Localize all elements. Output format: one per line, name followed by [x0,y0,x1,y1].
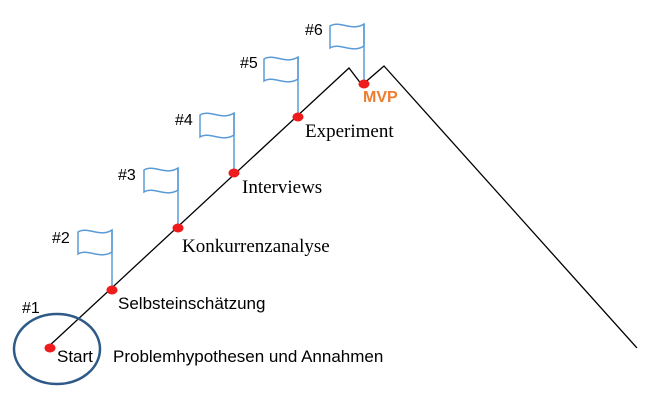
step-label-experiment: Experiment [305,121,394,142]
step-dot-6 [358,79,370,89]
step-label-interviews: Interviews [242,177,323,198]
flag-icon-2 [77,228,113,256]
step-number-2: #2 [52,230,70,247]
flag-icon-3 [143,166,179,194]
step-dots [44,79,370,353]
flag-icon-4 [199,111,235,139]
step-number-5: #5 [240,55,258,72]
start-note: Problemhypothesen und Annahmen [113,347,384,366]
step-number-1: #1 [22,300,40,317]
step-dot-1 [44,343,56,353]
step-dot-3 [172,223,184,233]
step-dot-5 [292,112,304,122]
step-dot-4 [228,168,240,178]
step-number-6: #6 [305,22,323,39]
start-circle [12,312,102,386]
step-label-mvp: MVP [363,89,398,106]
flags [77,22,365,256]
step-label-selbsteinschaetzung: Selbsteinschätzung [118,294,266,313]
flag-icon-6 [329,22,365,50]
step-label-start: Start [57,347,93,366]
flag-icon-5 [263,55,299,83]
step-number-4: #4 [175,112,193,129]
step-dot-2 [106,285,118,295]
step-label-konkurrenzanalyse: Konkurrenzanalyse [182,236,330,257]
step-number-3: #3 [118,167,136,184]
